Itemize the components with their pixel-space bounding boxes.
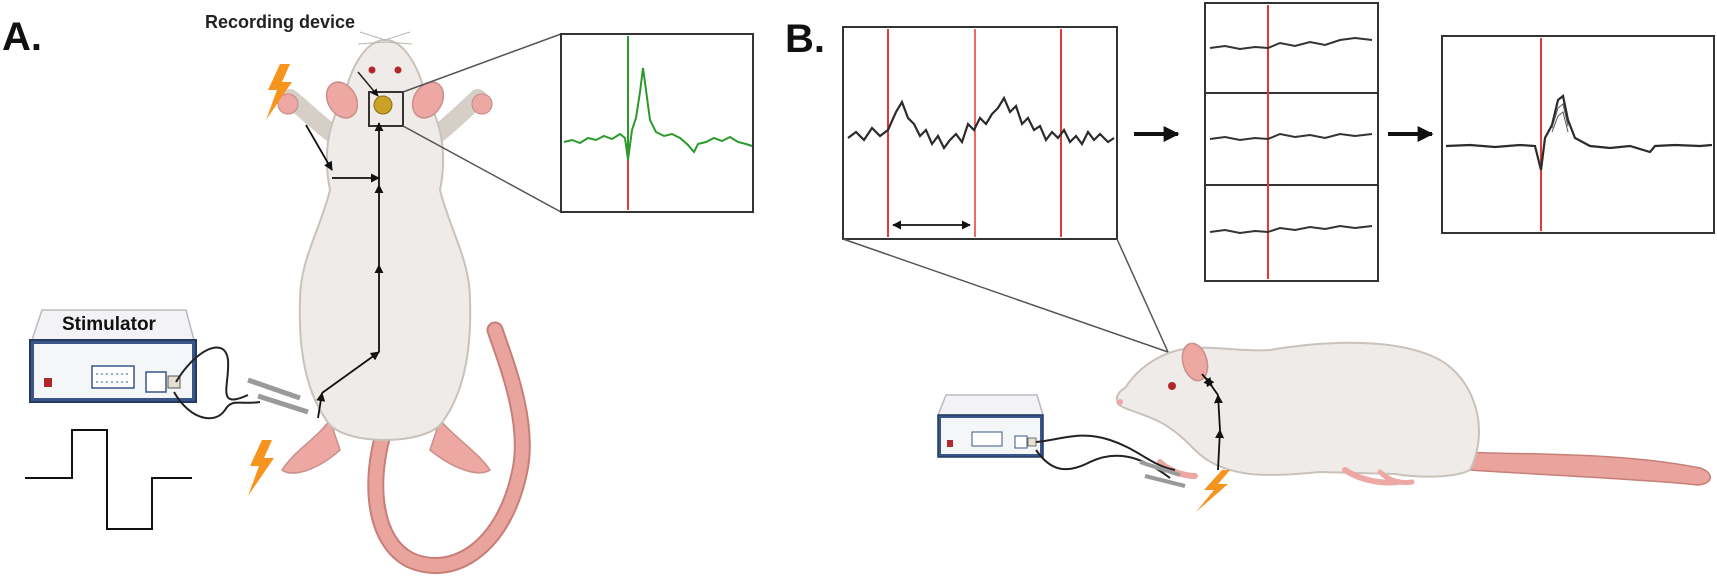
panel-a-trace-inset (560, 33, 754, 213)
stimulator-b-cables (1035, 434, 1186, 488)
lightning-bolt-icon (248, 440, 274, 496)
epoch-trace (1209, 132, 1373, 142)
recording-device-label: Recording device (205, 12, 355, 32)
segmented-epochs-stack (1204, 2, 1379, 282)
stimulus-pulse-waveform (25, 429, 192, 530)
stimulator-a: Stimulator (29, 309, 197, 403)
rat-b (1115, 341, 1711, 486)
panel-a-pathway-arrows (305, 122, 384, 419)
panel-a-label: A. (2, 15, 42, 59)
epoch-trace (1209, 36, 1373, 51)
raw-noisy-trace (847, 95, 1115, 151)
averaged-response-box (1441, 35, 1715, 234)
stimulator-a-cables (173, 346, 309, 420)
panel-b-pathway-arrows (1201, 373, 1225, 471)
stimulator-b (936, 394, 1045, 458)
panel-b-label: B. (785, 17, 825, 61)
rat-a-head-details (325, 31, 445, 119)
stimulator-label: Stimulator (62, 314, 157, 335)
recording-device-marker (373, 95, 393, 115)
lightning-bolt-icon (1196, 470, 1230, 512)
rat-a-hind-paws (280, 418, 492, 474)
lightning-bolt-icon (266, 64, 292, 120)
averaged-evoked-trace (1445, 94, 1713, 171)
evoked-potential-trace (563, 67, 753, 161)
recording-zoom-box (368, 91, 404, 127)
raw-recording-trace-box (842, 26, 1118, 240)
epoch-trace (1209, 224, 1373, 235)
